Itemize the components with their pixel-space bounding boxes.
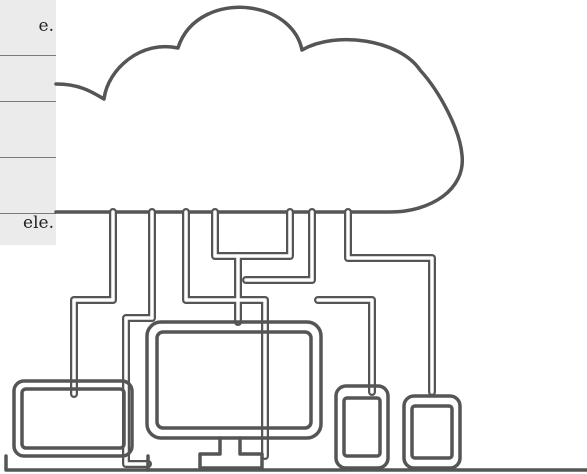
monitor-icon (147, 322, 321, 468)
phone-icon (404, 396, 460, 468)
cloud-icon (56, 7, 462, 212)
tablet-icon (336, 386, 388, 468)
